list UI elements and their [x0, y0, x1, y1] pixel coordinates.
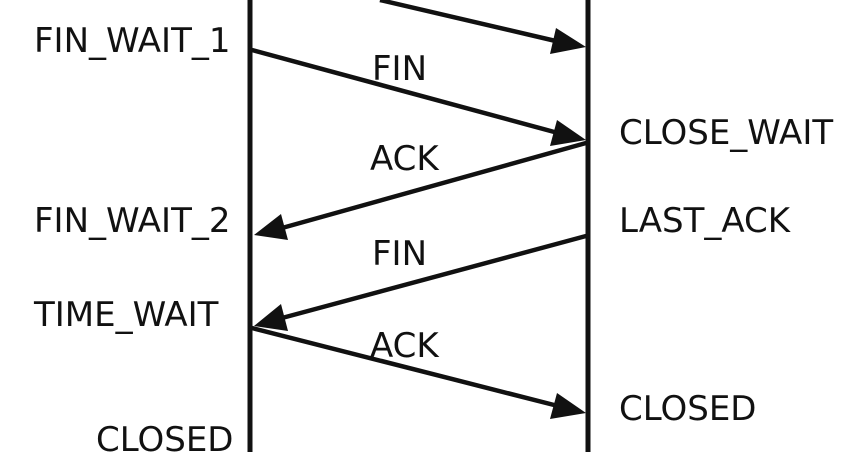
fin-arrow-1 — [251, 47, 559, 136]
ack-arrow-2 — [251, 325, 559, 409]
ack-arrow-2-head — [550, 393, 586, 419]
message-fin-2: FIN — [372, 234, 427, 274]
ack-arrow-1-head — [254, 214, 288, 240]
state-fin-wait-1: FIN_WAIT_1 — [34, 21, 230, 61]
state-fin-wait-2: FIN_WAIT_2 — [34, 201, 230, 241]
state-closed-left: CLOSED — [96, 420, 233, 460]
previous-message-arrow — [379, 0, 561, 45]
state-last-ack: LAST_ACK — [619, 201, 792, 241]
previous-message-arrowhead — [550, 28, 586, 54]
state-close-wait: CLOSE_WAIT — [619, 113, 833, 153]
message-ack-2: ACK — [370, 326, 440, 366]
fin-arrow-2 — [281, 233, 587, 321]
ack-arrow-1 — [281, 140, 587, 231]
message-fin-1: FIN — [372, 49, 427, 89]
message-ack-1: ACK — [370, 139, 440, 179]
fin-arrow-1-head — [550, 120, 586, 146]
state-closed-right: CLOSED — [619, 389, 756, 429]
state-time-wait: TIME_WAIT — [33, 295, 219, 335]
fin-arrow-2-head — [254, 304, 288, 331]
